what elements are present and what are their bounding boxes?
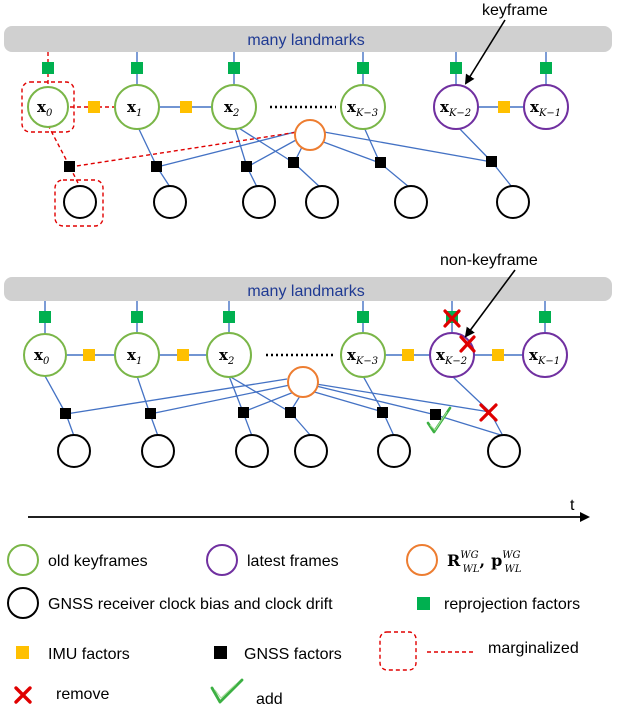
- bottom-node-x0: [23, 333, 67, 377]
- remove-reprojection-mark: [443, 309, 461, 328]
- top-node-xk2-label: xK−2: [440, 98, 471, 119]
- bottom-imu-factors: [83, 349, 504, 361]
- legend-remove-icon: [14, 686, 32, 704]
- bottom-node-xk3-label: xK−3: [347, 346, 378, 367]
- legend-latest-frame-icon: [206, 544, 238, 576]
- legend-gnss-clock-icon: [7, 587, 39, 619]
- bottom-gnss-factors: [60, 407, 441, 420]
- legend-remove: remove: [56, 686, 109, 703]
- top-marginal-box-x0: [21, 81, 75, 133]
- legend-add-check-highlight: [214, 683, 237, 699]
- top-reprojection-factors: [42, 62, 552, 74]
- top-node-x1: [114, 84, 160, 130]
- top-node-xk1: [523, 84, 569, 130]
- top-node-x0-label: x0: [37, 98, 53, 119]
- bottom-nonkeyframe-arrow: [464, 269, 516, 338]
- legend-imu-icon: [16, 646, 29, 659]
- top-gnss-edges: [136, 124, 513, 189]
- top-node-xk2: [433, 84, 479, 130]
- top-landmarks-bar: [4, 26, 612, 52]
- top-marginal-gnss-edges: [47, 124, 299, 184]
- legend-old-keyframe-icon: [7, 544, 39, 576]
- top-node-x1-label: x1: [127, 98, 142, 119]
- legend-gnss: GNSS factors: [244, 646, 342, 663]
- top-node-x2: [211, 84, 257, 130]
- legend-add-check-icon: [210, 678, 244, 704]
- legend-reprojection: reprojection factors: [444, 596, 580, 613]
- top-node-x0: [27, 86, 69, 128]
- top-node-xk3-label: xK−3: [347, 98, 378, 119]
- top-clock-nodes: [63, 185, 530, 219]
- bottom-node-x2: [206, 332, 252, 378]
- bottom-node-xk1-label: xK−1: [529, 346, 560, 367]
- bottom-gnss-edges: [44, 375, 505, 437]
- top-gnss-factors: [64, 156, 497, 172]
- top-keyframe-label: keyframe: [482, 2, 548, 19]
- bottom-add-check-highlight: [429, 411, 448, 431]
- bottom-landmarks-label: many landmarks: [247, 283, 364, 300]
- bottom-panel: many landmarks: [4, 252, 612, 468]
- top-node-xk1-label: xK−1: [530, 98, 561, 119]
- top-marginal-box-clock: [54, 179, 104, 227]
- bottom-node-xk2-label: xK−2: [436, 346, 467, 367]
- bottom-landmark-edges: [44, 301, 546, 334]
- legend-add: add: [256, 691, 283, 708]
- top-landmark-edges: [136, 52, 547, 88]
- top-node-extrinsic: [294, 119, 326, 151]
- top-panel: many landmarks: [4, 2, 612, 227]
- legend-marginalized: marginalized: [488, 640, 579, 657]
- remove-gnss-factor-mark: [479, 403, 498, 422]
- bottom-node-x0-label: x0: [34, 346, 50, 367]
- legend-latest-frames: latest frames: [247, 553, 339, 570]
- legend-marginalized-box-icon: [379, 631, 417, 671]
- top-landmarks-label: many landmarks: [247, 32, 364, 49]
- bottom-landmarks-bar: [4, 277, 612, 301]
- bottom-node-x1-label: x1: [127, 346, 142, 367]
- legend-extrinsic-icon: [406, 544, 438, 576]
- bottom-node-extrinsic: [287, 366, 319, 398]
- legend-gnss-clock: GNSS receiver clock bias and clock drift: [48, 596, 333, 613]
- bottom-node-xk1: [522, 332, 568, 378]
- top-imu-factors: [88, 101, 510, 113]
- legend-imu: IMU factors: [48, 646, 130, 663]
- remove-landmark-edge-mark: [459, 335, 476, 353]
- bottom-nonkeyframe-label: non-keyframe: [440, 252, 538, 269]
- legend-gnss-icon: [214, 646, 227, 659]
- bottom-node-xk2: [429, 332, 475, 378]
- top-keyframe-arrow: [464, 19, 506, 85]
- bottom-node-xk3: [340, 332, 386, 378]
- legend-old-keyframes: old keyframes: [48, 553, 148, 570]
- bottom-remove-marks: [443, 309, 498, 422]
- top-node-x2-label: x2: [224, 98, 239, 119]
- bottom-reprojection-factors: [39, 311, 551, 323]
- legend-reprojection-icon: [417, 597, 430, 610]
- time-axis-label: t: [570, 497, 575, 514]
- bottom-node-x2-label: x2: [219, 346, 234, 367]
- bottom-node-x1: [114, 332, 160, 378]
- bottom-clock-nodes: [57, 434, 521, 468]
- top-node-xk3: [340, 84, 386, 130]
